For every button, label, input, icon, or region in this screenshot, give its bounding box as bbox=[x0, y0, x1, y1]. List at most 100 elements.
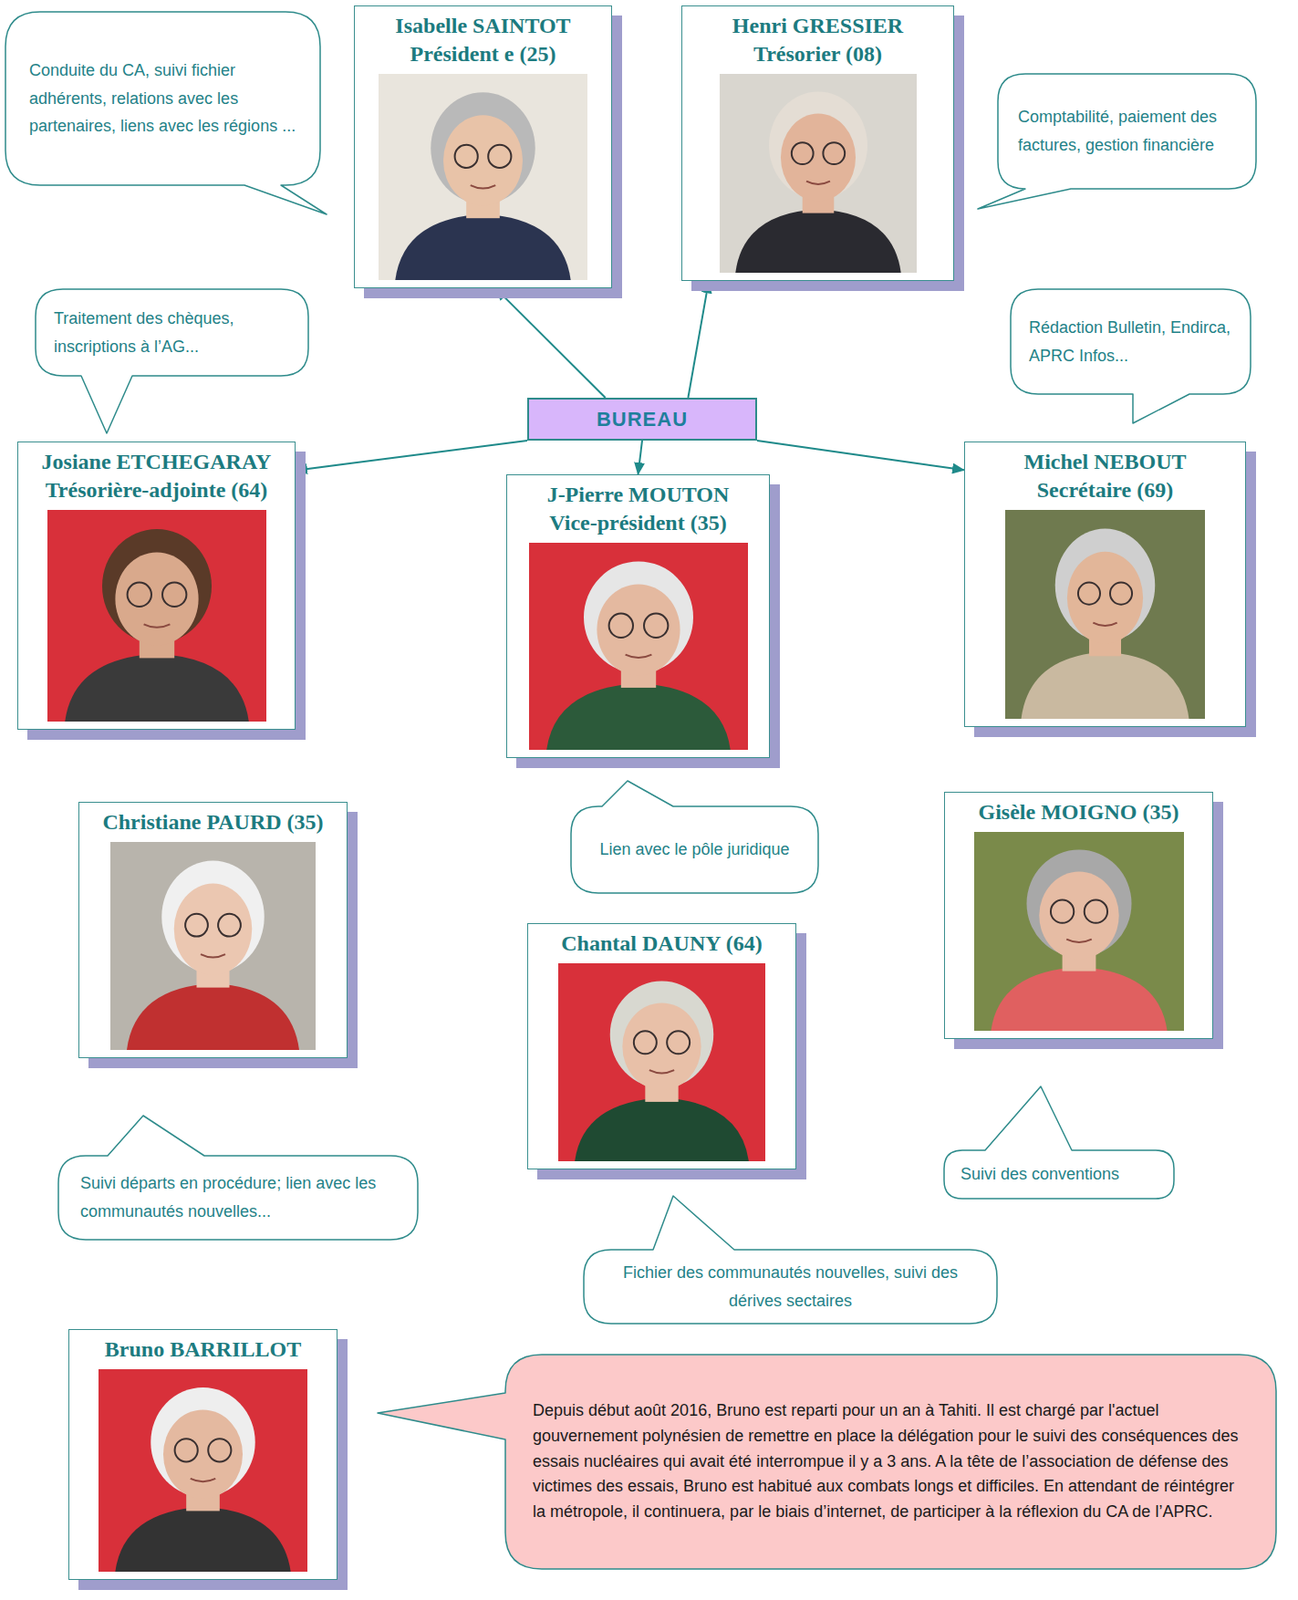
portrait-glasses bbox=[455, 145, 478, 168]
portrait-mouth bbox=[470, 185, 496, 188]
photo-background bbox=[1005, 509, 1205, 719]
bubble-text: Traitement des chèques, inscriptions à l… bbox=[53, 304, 291, 361]
portrait-glasses bbox=[162, 582, 187, 607]
bubble-text: Conduite du CA, suivi fichier adhérents,… bbox=[29, 56, 297, 141]
member-card: Michel NEBOUTSecrétaire (69) bbox=[964, 441, 1247, 727]
photo-background bbox=[974, 831, 1184, 1031]
portrait-glasses bbox=[175, 1438, 198, 1462]
arrow-connector bbox=[295, 440, 528, 471]
arrow-connector bbox=[496, 288, 606, 398]
portrait-face bbox=[596, 584, 680, 676]
bubble-path bbox=[58, 1115, 418, 1240]
bubble-outline bbox=[35, 289, 309, 376]
bubble-text: Suivi départs en procédure; lien avec le… bbox=[80, 1169, 396, 1226]
member-role: Trésorier (08) bbox=[753, 40, 883, 69]
portrait-body bbox=[574, 1098, 749, 1162]
portrait-face bbox=[443, 115, 523, 207]
portrait-glasses bbox=[822, 143, 845, 166]
portrait-face bbox=[622, 1003, 701, 1091]
portrait-photo bbox=[110, 841, 316, 1050]
bubble-path bbox=[977, 73, 1257, 209]
speech-bubble: Suivi des conventions bbox=[944, 1150, 1174, 1199]
member-card: J-Pierre MOUTONVice-président (35) bbox=[506, 474, 770, 759]
portrait-mouth bbox=[190, 1478, 216, 1482]
note-bubble: Depuis début août 2016, Bruno est repart… bbox=[505, 1354, 1277, 1569]
member-name: Chantal DAUNY (64) bbox=[560, 929, 762, 958]
portrait-body bbox=[546, 684, 731, 751]
portrait-glasses bbox=[790, 143, 813, 166]
member-card: Isabelle SAINTOTPrésident e (25) bbox=[353, 5, 613, 289]
member-name: J-Pierre MOUTON bbox=[547, 480, 730, 509]
portrait-mouth bbox=[1066, 939, 1092, 943]
speech-bubble: Rédaction Bulletin, Endirca, APRC Infos.… bbox=[1010, 289, 1251, 395]
member-role: Président e (25) bbox=[410, 40, 557, 69]
member-card: Gisèle MOIGNO (35) bbox=[944, 791, 1214, 1039]
bubble-path bbox=[571, 780, 819, 894]
bureau-box: BUREAU bbox=[527, 397, 758, 441]
portrait-body bbox=[735, 209, 901, 274]
portrait-body bbox=[114, 1506, 291, 1572]
portrait-body bbox=[64, 654, 250, 722]
portrait-body bbox=[126, 983, 300, 1050]
portrait-face bbox=[1038, 872, 1119, 960]
member-name: Josiane ETCHEGARAY bbox=[41, 447, 272, 477]
member-name: Michel NEBOUT bbox=[1024, 447, 1187, 477]
portrait-photo bbox=[47, 509, 267, 722]
portrait-face bbox=[1067, 551, 1143, 644]
bubble-path bbox=[944, 1086, 1174, 1199]
portrait-photo bbox=[529, 542, 748, 750]
bureau-label: BUREAU bbox=[596, 407, 688, 432]
bubble-path bbox=[35, 289, 309, 434]
member-card: Christiane PAURD (35) bbox=[78, 801, 348, 1059]
portrait-mouth bbox=[200, 954, 226, 957]
speech-bubble: Lien avec le pôle juridique bbox=[571, 806, 819, 894]
photo-background bbox=[558, 963, 766, 1162]
bubble-text: Suivi des conventions bbox=[960, 1160, 1158, 1189]
portrait-mouth bbox=[143, 624, 170, 628]
bubble-text: Depuis début août 2016, Bruno est repart… bbox=[532, 1398, 1249, 1526]
bubble-outline bbox=[583, 1249, 997, 1324]
portrait-glasses bbox=[1078, 582, 1101, 605]
member-card: Chantal DAUNY (64) bbox=[527, 923, 797, 1170]
bubble-path bbox=[5, 11, 327, 215]
bubble-text: Comptabilité, paiement des factures, ges… bbox=[1017, 103, 1236, 159]
bubble-outline bbox=[1010, 289, 1251, 395]
photo-background bbox=[110, 841, 316, 1050]
photo-background bbox=[529, 542, 748, 750]
portrait-face bbox=[114, 552, 198, 646]
portrait-mouth bbox=[624, 654, 652, 658]
portrait-photo bbox=[98, 1369, 308, 1572]
portrait-photo bbox=[558, 963, 766, 1162]
portrait-glasses bbox=[1110, 582, 1132, 605]
member-role: Secrétaire (69) bbox=[1037, 476, 1174, 505]
bubble-path bbox=[1010, 289, 1251, 424]
portrait-glasses bbox=[633, 1031, 657, 1055]
portrait-glasses bbox=[608, 613, 633, 638]
portrait-glasses bbox=[488, 145, 511, 168]
member-name: Gisèle MOIGNO (35) bbox=[978, 798, 1180, 827]
speech-bubble: Comptabilité, paiement des factures, ges… bbox=[997, 73, 1257, 189]
bubble-path bbox=[377, 1354, 1277, 1569]
portrait-face bbox=[163, 1410, 243, 1500]
portrait-photo bbox=[378, 73, 588, 281]
speech-bubble: Suivi départs en procédure; lien avec le… bbox=[58, 1155, 418, 1240]
member-card: Bruno BARRILLOT bbox=[68, 1329, 338, 1580]
photo-background bbox=[719, 73, 917, 273]
speech-bubble: Fichier des communautés nouvelles, suivi… bbox=[583, 1249, 997, 1324]
member-name: Henri GRESSIER bbox=[732, 11, 904, 41]
portrait-glasses bbox=[207, 1438, 231, 1462]
portrait-glasses bbox=[126, 582, 151, 607]
bubble-outline bbox=[58, 1155, 418, 1240]
portrait-mouth bbox=[649, 1069, 675, 1073]
portrait-face bbox=[174, 883, 253, 976]
member-card: Josiane ETCHEGARAYTrésorière-adjointe (6… bbox=[17, 441, 296, 730]
arrow-connector bbox=[757, 440, 965, 470]
portrait-body bbox=[990, 966, 1167, 1031]
portrait-face bbox=[779, 114, 855, 202]
member-name: Bruno BARRILLOT bbox=[104, 1335, 302, 1364]
portrait-mouth bbox=[1092, 623, 1117, 626]
portrait-glasses bbox=[666, 1031, 690, 1055]
portrait-glasses bbox=[1083, 900, 1107, 924]
member-role: Vice-président (35) bbox=[549, 508, 727, 538]
